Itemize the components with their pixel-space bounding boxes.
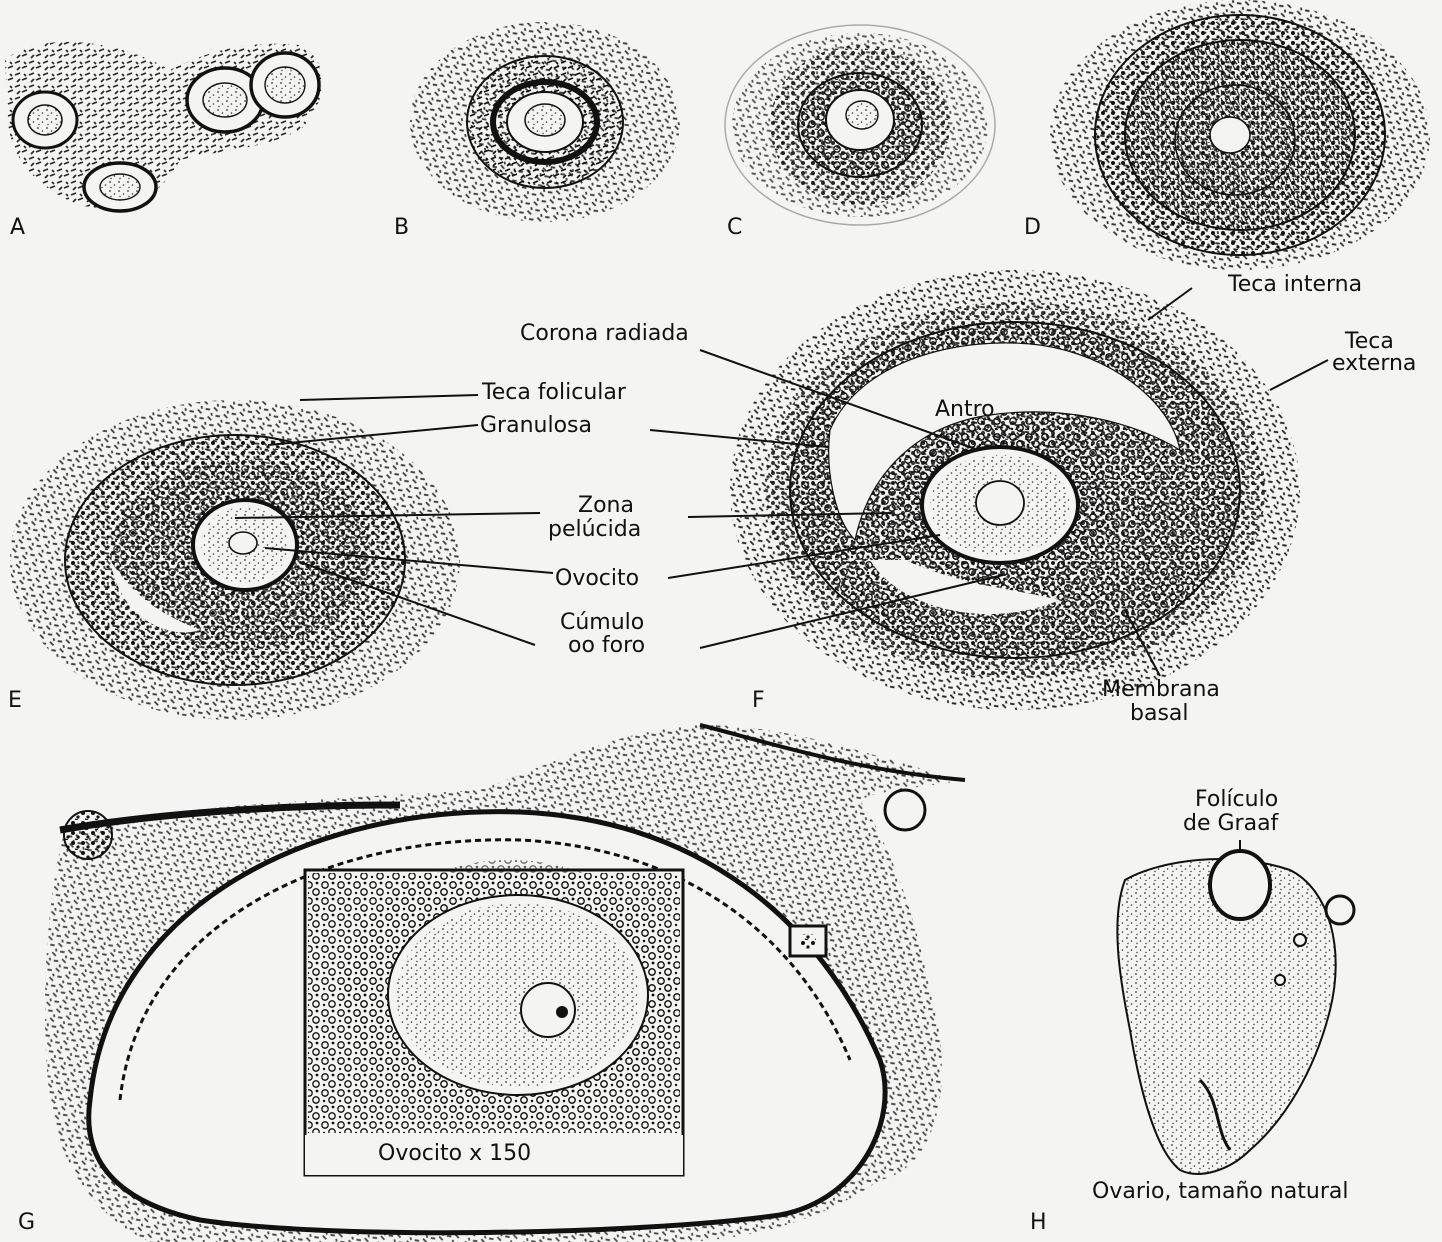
panel-c-growing-follicle <box>725 25 995 225</box>
label-foliculo-line1: Folículo <box>1195 788 1278 812</box>
panel-letter-h: H <box>1030 1210 1047 1235</box>
panel-letter-g: G <box>18 1210 35 1235</box>
label-foliculo-line2: de Graaf <box>1183 812 1278 836</box>
panel-letter-d: D <box>1024 215 1041 240</box>
label-ovario-tamano-natural: Ovario, tamaño natural <box>1092 1180 1348 1204</box>
label-zona-line1: Zona <box>578 494 634 518</box>
label-teca-externa-line2: externa <box>1332 352 1416 376</box>
panel-letter-a: A <box>10 215 25 240</box>
panel-b-primary-follicle <box>410 22 680 222</box>
label-membrana-line2: basal <box>1130 702 1189 726</box>
label-teca-folicular: Teca folicular <box>482 381 626 405</box>
label-membrana-line1: Membrana <box>1102 678 1220 702</box>
panel-letter-e: E <box>8 688 22 713</box>
label-granulosa: Granulosa <box>480 414 592 438</box>
label-cumulo-line2: oo foro <box>568 634 645 658</box>
panel-f-graafian-follicle <box>730 270 1300 710</box>
label-ovocito: Ovocito <box>555 567 639 591</box>
panel-letter-f: F <box>752 688 765 713</box>
panel-h-whole-ovary <box>1117 840 1354 1174</box>
panel-letter-b: B <box>394 215 409 240</box>
inset-oocyte-x150 <box>305 860 683 1175</box>
label-inset-ovocito-x150: Ovocito x 150 <box>378 1142 531 1166</box>
label-cumulo-line1: Cúmulo <box>560 611 644 635</box>
label-zona-line2: pelúcida <box>548 518 641 542</box>
label-teca-interna: Teca interna <box>1228 273 1362 297</box>
panel-letter-c: C <box>727 215 742 240</box>
panel-a-primordial-follicles <box>5 42 323 211</box>
label-antro: Antro <box>935 398 995 422</box>
label-corona-radiada: Corona radiada <box>520 322 689 346</box>
panel-d-secondary-follicle <box>1050 0 1430 270</box>
